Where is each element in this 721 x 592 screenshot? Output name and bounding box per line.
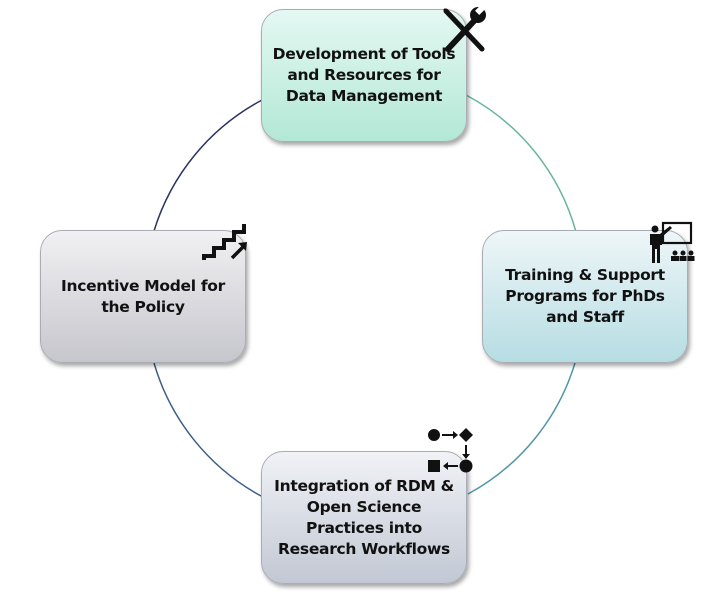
arc-bottom-left — [153, 362, 262, 497]
arc-left-top — [153, 99, 263, 232]
stairs-up-icon — [202, 224, 247, 260]
arc-right-bottom — [467, 362, 576, 495]
arc-top-right — [465, 94, 577, 233]
node-integration-rdm: Integration of RDM & Open Science Practi… — [261, 451, 467, 584]
node-label: Development of Tools and Resources for D… — [272, 45, 456, 105]
presentation-icon — [650, 221, 695, 263]
node-label: Incentive Model for the Policy — [61, 276, 225, 316]
node-incentive-model: Incentive Model for the Policy — [40, 230, 246, 363]
tools-icon — [443, 5, 486, 52]
node-label: Integration of RDM & Open Science Practi… — [274, 476, 454, 558]
node-label: Training & Support Programs for PhDs and… — [505, 266, 665, 326]
workflow-icon — [428, 428, 473, 473]
node-development-tools: Development of Tools and Resources for D… — [261, 9, 467, 142]
